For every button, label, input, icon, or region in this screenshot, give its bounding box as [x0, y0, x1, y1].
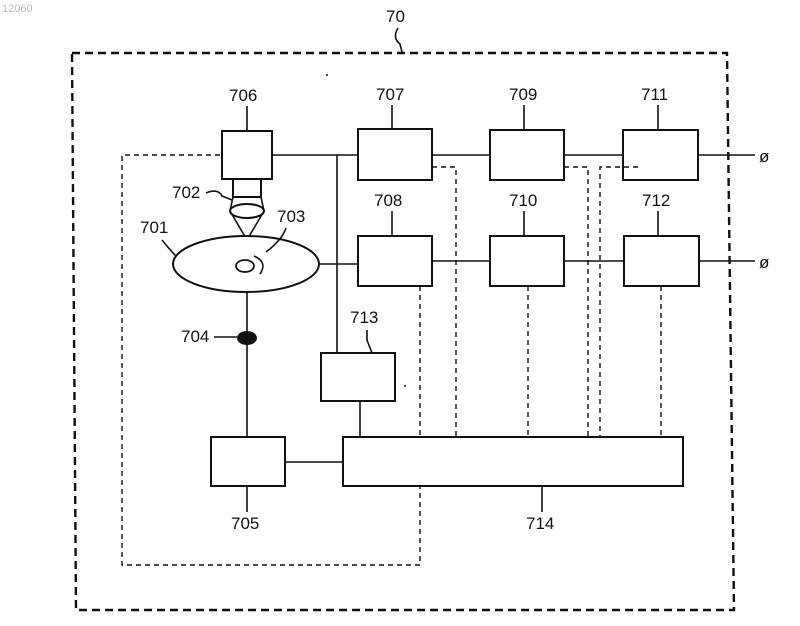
label-711: 711	[641, 85, 668, 104]
ctrl-709	[564, 167, 588, 437]
leader-702	[206, 191, 232, 200]
label-703: 703	[277, 207, 305, 226]
block-707	[358, 129, 432, 180]
label-712: 712	[642, 191, 670, 210]
block-708	[358, 236, 432, 286]
label-708: 708	[374, 191, 402, 210]
output-symbol-top: ø	[759, 147, 769, 166]
leader-713	[367, 330, 372, 353]
label-710: 710	[509, 191, 537, 210]
system-label-leader	[395, 28, 402, 52]
block-711	[623, 130, 698, 180]
label-707: 707	[376, 85, 404, 104]
label-705: 705	[231, 514, 259, 533]
leader-701	[162, 240, 176, 256]
block-706	[222, 131, 272, 179]
label-709: 709	[509, 85, 537, 104]
block-705	[211, 437, 285, 486]
block-709	[490, 130, 564, 180]
label-714: 714	[526, 514, 554, 533]
block-712	[624, 236, 699, 286]
label-702: 702	[172, 183, 200, 202]
objective-lens	[230, 204, 264, 218]
label-701: 701	[140, 218, 168, 237]
system-label: 70	[386, 7, 405, 26]
ctrl-707	[432, 167, 456, 437]
label-704: 704	[181, 327, 209, 346]
block-713	[321, 353, 395, 401]
label-706: 706	[229, 86, 257, 105]
speck	[326, 74, 328, 76]
block-710	[490, 236, 564, 286]
speck	[404, 385, 406, 387]
block-714	[343, 437, 683, 486]
corner-text: 12060	[2, 3, 33, 15]
ctrl-711	[600, 167, 638, 437]
pickup-body	[233, 179, 261, 197]
output-symbol-bottom: ø	[759, 253, 769, 272]
disc-701	[173, 236, 319, 292]
label-713: 713	[350, 308, 378, 327]
